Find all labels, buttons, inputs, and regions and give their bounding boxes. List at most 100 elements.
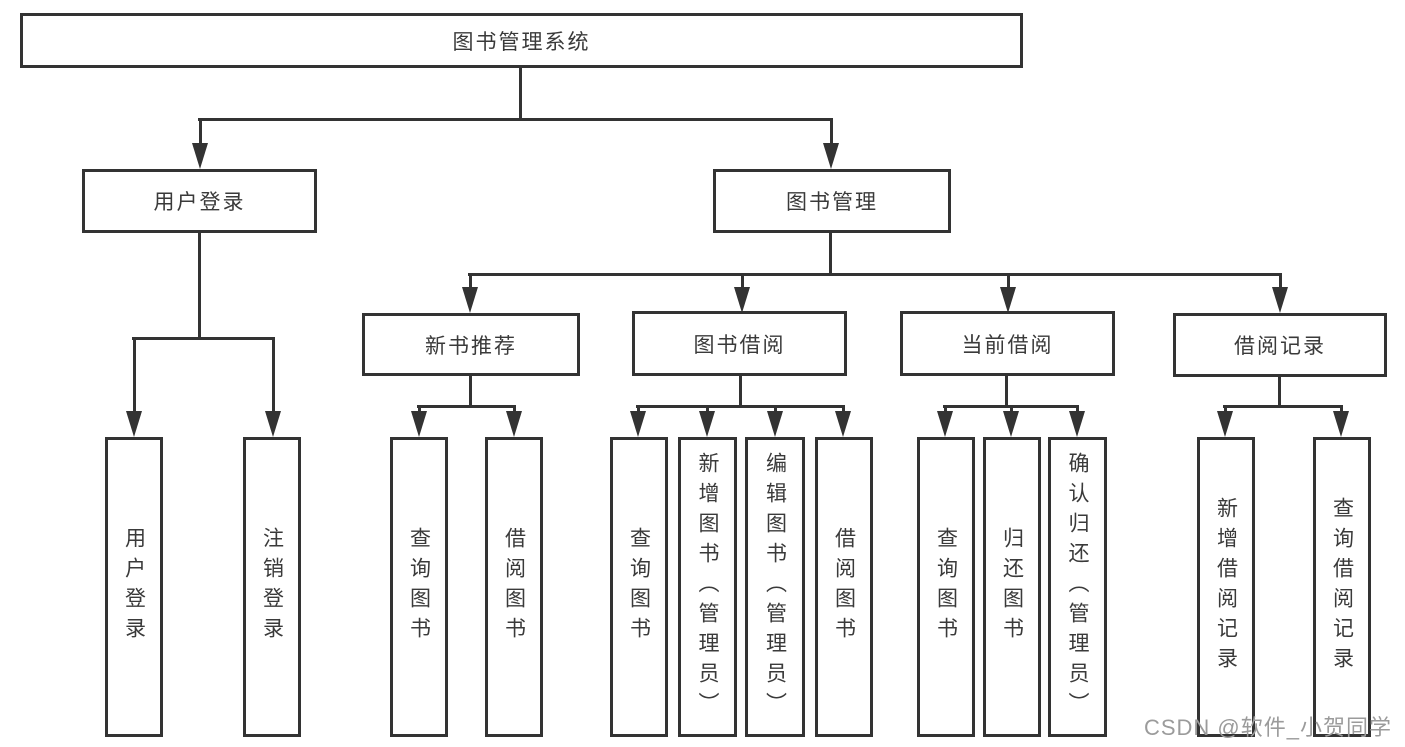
- arrow-down-icon: [1333, 405, 1349, 437]
- arrow-head-icon: [767, 411, 783, 437]
- leaf-logout: 注销登录: [243, 437, 301, 737]
- connector-line: [1223, 405, 1343, 408]
- arrow-down-icon: [192, 118, 208, 169]
- connector-line: [417, 405, 516, 408]
- connector-line: [829, 233, 832, 276]
- leaf-label: 编辑图书（管理员）: [763, 452, 787, 722]
- arrow-stem: [773, 405, 777, 411]
- leaf-label: 查询图书: [407, 527, 431, 647]
- connector-line: [1005, 376, 1008, 408]
- arrow-stem: [132, 337, 136, 411]
- leaf-label: 借阅图书: [502, 527, 526, 647]
- arrow-down-icon: [823, 118, 839, 169]
- node-user-login-branch: 用户登录: [82, 169, 317, 233]
- arrow-head-icon: [835, 411, 851, 437]
- leaf-label: 归还图书: [1000, 527, 1024, 647]
- leaf-query-books-recommend: 查询图书: [390, 437, 448, 737]
- connector-line: [739, 376, 742, 408]
- leaf-return-books: 归还图书: [983, 437, 1041, 737]
- arrow-head-icon: [1000, 287, 1016, 313]
- arrow-stem: [1009, 405, 1013, 411]
- leaf-add-books-admin: 新增图书（管理员）: [678, 437, 737, 737]
- leaf-add-borrow-record: 新增借阅记录: [1197, 437, 1255, 737]
- leaf-label: 新增借阅记录: [1214, 497, 1238, 677]
- arrow-down-icon: [126, 337, 142, 437]
- arrow-head-icon: [506, 411, 522, 437]
- node-borrow-records: 借阅记录: [1173, 313, 1387, 377]
- arrow-stem: [636, 405, 640, 411]
- csdn-watermark: CSDN @软件_小贺同学: [1143, 715, 1392, 740]
- node-book-borrow: 图书借阅: [632, 311, 847, 376]
- arrow-head-icon: [823, 143, 839, 169]
- arrow-down-icon: [462, 273, 478, 313]
- arrow-down-icon: [1000, 273, 1016, 313]
- leaf-confirm-return-admin: 确认归还（管理员）: [1048, 437, 1107, 737]
- arrow-head-icon: [411, 411, 427, 437]
- leaf-label: 用户登录: [122, 527, 146, 647]
- leaf-query-books-current: 查询图书: [917, 437, 975, 737]
- leaf-borrow-books: 借阅图书: [815, 437, 873, 737]
- arrow-down-icon: [767, 405, 783, 437]
- connector-line: [636, 405, 845, 408]
- node-new-book-recommend: 新书推荐: [362, 313, 580, 376]
- leaf-label: 注销登录: [260, 527, 284, 647]
- connector-line: [1278, 377, 1281, 408]
- arrow-head-icon: [630, 411, 646, 437]
- leaf-query-borrow-record: 查询借阅记录: [1313, 437, 1371, 737]
- arrow-head-icon: [734, 287, 750, 313]
- arrow-stem: [705, 405, 709, 411]
- arrow-head-icon: [462, 287, 478, 313]
- leaf-label: 查询借阅记录: [1330, 497, 1354, 677]
- arrow-down-icon: [1272, 273, 1288, 313]
- arrow-stem: [1339, 405, 1343, 411]
- connector-line: [519, 68, 522, 119]
- arrow-down-icon: [734, 273, 750, 313]
- arrow-down-icon: [835, 405, 851, 437]
- connector-line: [132, 337, 275, 340]
- arrow-stem: [943, 405, 947, 411]
- arrow-stem: [1006, 273, 1010, 287]
- arrow-head-icon: [265, 411, 281, 437]
- arrow-down-icon: [699, 405, 715, 437]
- arrow-down-icon: [1003, 405, 1019, 437]
- arrow-head-icon: [192, 143, 208, 169]
- arrow-stem: [740, 273, 744, 287]
- arrow-head-icon: [1272, 287, 1288, 313]
- leaf-label: 借阅图书: [832, 527, 856, 647]
- arrow-down-icon: [411, 405, 427, 437]
- connector-line: [198, 233, 201, 340]
- arrow-down-icon: [1217, 405, 1233, 437]
- arrow-head-icon: [1003, 411, 1019, 437]
- leaf-edit-books-admin: 编辑图书（管理员）: [745, 437, 805, 737]
- arrow-down-icon: [1069, 405, 1085, 437]
- node-library-management-system: 图书管理系统: [20, 13, 1023, 68]
- connector-line: [468, 273, 1282, 276]
- leaf-user-login: 用户登录: [105, 437, 163, 737]
- connector-line: [469, 376, 472, 408]
- arrow-head-icon: [699, 411, 715, 437]
- arrow-head-icon: [126, 411, 142, 437]
- node-book-management-branch: 图书管理: [713, 169, 951, 233]
- arrow-stem: [1075, 405, 1079, 411]
- leaf-label: 查询图书: [627, 527, 651, 647]
- arrow-down-icon: [265, 337, 281, 437]
- leaf-label: 查询图书: [934, 527, 958, 647]
- arrow-stem: [841, 405, 845, 411]
- arrow-down-icon: [630, 405, 646, 437]
- arrow-stem: [1278, 273, 1282, 287]
- leaf-label: 确认归还（管理员）: [1066, 452, 1090, 722]
- arrow-stem: [417, 405, 421, 411]
- arrow-stem: [829, 118, 833, 143]
- arrow-down-icon: [937, 405, 953, 437]
- arrow-stem: [1223, 405, 1227, 411]
- arrow-stem: [271, 337, 275, 411]
- leaf-label: 新增图书（管理员）: [696, 452, 720, 722]
- arrow-stem: [512, 405, 516, 411]
- arrow-head-icon: [937, 411, 953, 437]
- arrow-head-icon: [1217, 411, 1233, 437]
- arrow-stem: [468, 273, 472, 287]
- node-current-borrow: 当前借阅: [900, 311, 1115, 376]
- arrow-down-icon: [506, 405, 522, 437]
- arrow-head-icon: [1333, 411, 1349, 437]
- leaf-query-books-borrow: 查询图书: [610, 437, 668, 737]
